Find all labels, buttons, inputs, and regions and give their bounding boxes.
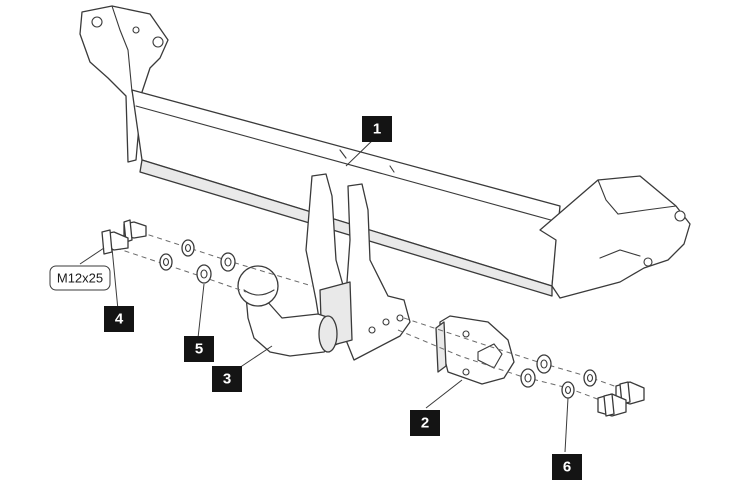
left-washers <box>159 239 236 284</box>
washer <box>583 369 597 387</box>
socket-plate <box>435 315 515 385</box>
washer <box>561 381 575 399</box>
callout-5: 5 <box>184 336 214 362</box>
bolt-spec-label: M12x25 <box>49 265 111 291</box>
bolt-lower-right <box>597 393 627 417</box>
callout-1-label: 1 <box>373 121 381 138</box>
tow-ball <box>237 265 338 357</box>
left-mounting-bracket <box>79 5 169 163</box>
callout-4: 4 <box>104 306 134 332</box>
washer <box>220 252 236 272</box>
right-bolts <box>597 381 645 417</box>
washer <box>536 354 552 374</box>
right-mounting-bracket <box>539 175 691 299</box>
assembly-lines <box>115 231 621 401</box>
callout-6-label: 6 <box>563 459 571 476</box>
washer <box>159 253 173 271</box>
callout-1: 1 <box>362 116 392 142</box>
washer <box>196 264 212 284</box>
callout-3-label: 3 <box>223 371 231 388</box>
washer <box>181 239 195 257</box>
bolt-lower-left <box>101 229 129 255</box>
callout-2-label: 2 <box>421 415 429 432</box>
main-crossbeam <box>131 89 561 297</box>
callout-4-label: 4 <box>115 311 124 328</box>
right-washers <box>520 354 597 399</box>
bolt-spec-text: M12x25 <box>57 271 103 286</box>
tow-ball-mount-plates <box>305 173 411 361</box>
callout-2: 2 <box>410 410 440 436</box>
washer <box>520 368 536 388</box>
callout-6: 6 <box>552 454 582 480</box>
callout-5-label: 5 <box>195 341 203 358</box>
callout-3: 3 <box>212 366 242 392</box>
left-bolts <box>101 219 147 255</box>
